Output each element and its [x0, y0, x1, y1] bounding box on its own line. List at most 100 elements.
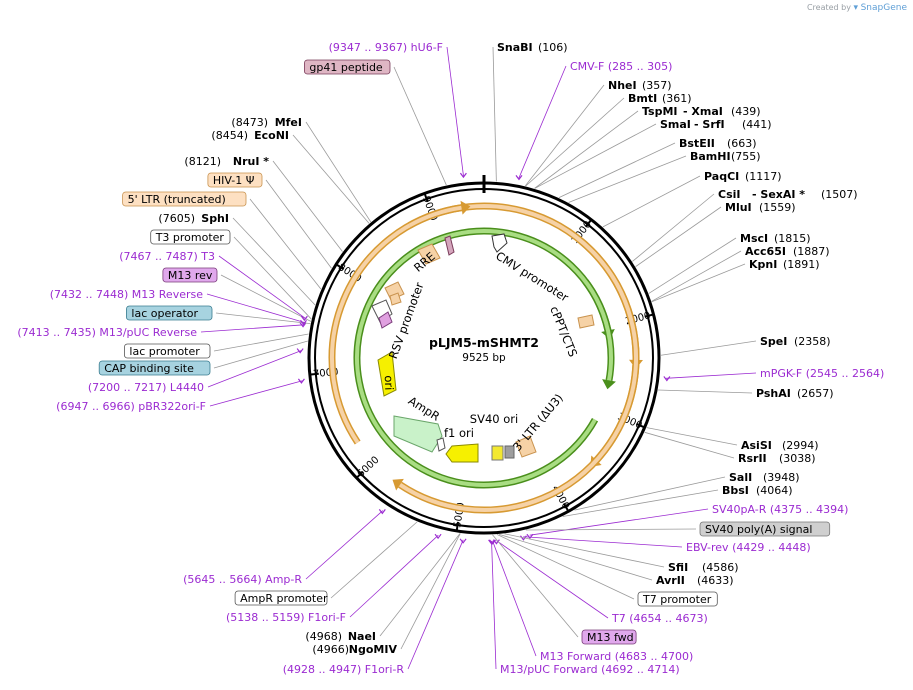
leader-line — [524, 84, 605, 187]
ltr3-box[interactable] — [515, 435, 537, 458]
annotation-boxed[interactable]: HIV-1 Ψ — [207, 172, 263, 188]
site-name: SalI — [729, 471, 752, 484]
annotation-primer[interactable]: (7432 .. 7448) M13 Reverse — [50, 288, 203, 301]
green-arc-2-arrowhead — [602, 379, 616, 390]
annotation-boxed[interactable]: CAP binding site — [98, 360, 211, 376]
annotation-site[interactable]: BstEII(663) — [679, 137, 757, 150]
annotation-site[interactable]: NruI *(8121) — [184, 155, 269, 168]
annotation-boxed[interactable]: AmpR promoter — [234, 590, 328, 606]
rsv-small-box[interactable] — [378, 311, 393, 329]
annotation-site[interactable]: NgoMIV(4966) — [312, 643, 397, 656]
leader-line — [218, 255, 306, 319]
site-name: AsiSI — [741, 439, 772, 452]
annotation-site[interactable]: MluI(1559) — [725, 201, 796, 214]
annotation-site[interactable]: SalI(3948) — [729, 471, 800, 484]
annotation-site[interactable]: BbsI(4064) — [722, 484, 793, 497]
annotation-site[interactable]: KpnI(1891) — [749, 258, 820, 271]
annotation-primer[interactable]: EBV-rev (4429 .. 4448) — [686, 541, 811, 554]
annotation-primer[interactable]: (4928 .. 4947) F1ori-R — [283, 663, 405, 676]
ampr-promoter-arrow[interactable] — [436, 437, 446, 452]
annotation-site[interactable]: Acc65I(1887) — [745, 245, 830, 258]
annotation-boxed[interactable]: gp41 peptide — [303, 59, 391, 75]
ampr-arrow[interactable] — [393, 415, 443, 453]
annotation-box — [699, 521, 831, 537]
sv40-ori-box[interactable] — [491, 445, 504, 461]
leader-line — [496, 534, 635, 600]
leader-line — [272, 160, 343, 252]
annotation-boxed[interactable]: lac operator — [126, 305, 213, 321]
site-position: (8454) — [211, 129, 248, 142]
site-name: BstEII — [679, 137, 715, 150]
annotation-primer[interactable]: (9347 .. 9367) hU6-F — [329, 41, 443, 54]
f1-ori-arrow[interactable] — [445, 443, 479, 463]
annotation-site[interactable]: SfiI(4586) — [668, 561, 739, 574]
annotation-box-label: HIV-1 Ψ — [213, 174, 255, 187]
annotation-site[interactable]: MscI(1815) — [740, 232, 811, 245]
rre-box[interactable] — [417, 243, 441, 265]
primer-label: (7432 .. 7448) M13 Reverse — [50, 288, 203, 301]
feature-label-ori: ori — [382, 375, 397, 390]
annotation-primer[interactable]: (7413 .. 7435) M13/pUC Reverse — [17, 326, 197, 339]
annotation-boxed[interactable]: M13 rev — [162, 267, 218, 283]
green-arc-2[interactable] — [355, 229, 613, 487]
orf-arc-3[interactable] — [330, 204, 638, 512]
annotation-site[interactable]: PaqCI(1117) — [704, 170, 782, 183]
annotation-boxed[interactable]: M13 fwd — [581, 629, 637, 645]
leader-line — [660, 340, 757, 356]
annotation-site[interactable]: TspMI- XmaI(439) — [642, 105, 761, 118]
annotation-boxed[interactable]: SV40 poly(A) signal — [699, 521, 831, 537]
leader-line — [632, 193, 715, 262]
annotation-primer[interactable]: mPGK-F (2545 .. 2564) — [760, 367, 884, 380]
ltr-grey-box[interactable] — [504, 445, 515, 459]
annotation-primer[interactable]: (7200 .. 7217) L4440 — [88, 381, 204, 394]
annotation-primer[interactable]: T7 (4654 .. 4673) — [611, 612, 708, 625]
annotation-site[interactable]: CsiI- SexAI *(1507) — [718, 188, 858, 201]
annotation-primer[interactable]: SV40pA-R (4375 .. 4394) — [712, 503, 848, 516]
annotation-site[interactable]: AsiSI(2994) — [741, 439, 819, 452]
annotation-site[interactable]: SpeI(2358) — [760, 335, 831, 348]
leader-line — [207, 350, 302, 388]
annotation-primer[interactable]: (6947 .. 6966) pBR322ori-F — [56, 400, 206, 413]
annotation-boxed[interactable]: T7 promoter — [637, 591, 718, 607]
site-name: SphI — [201, 212, 229, 225]
annotation-site[interactable]: NaeI(4968) — [305, 630, 376, 643]
annotation-site[interactable]: BamHI(755) — [690, 150, 761, 163]
primer-label: (4928 .. 4947) F1ori-R — [283, 663, 405, 676]
ori-arrow[interactable] — [377, 351, 397, 397]
annotation-site[interactable]: SnaBI(106) — [497, 41, 568, 54]
hiv-box-2[interactable] — [389, 292, 402, 306]
annotation-primer[interactable]: M13/pUC Forward (4692 .. 4714) — [500, 663, 680, 676]
primer-label: (5645 .. 5664) Amp-R — [183, 573, 302, 586]
cppt-cts-box[interactable] — [577, 314, 595, 329]
annotation-site[interactable]: BmtI(361) — [628, 92, 692, 105]
orf-arc-4[interactable] — [408, 205, 462, 228]
annotation-box-label: 5' LTR (truncated) — [128, 193, 226, 206]
annotation-box — [98, 360, 211, 376]
leader-line — [492, 540, 537, 657]
annotation-boxed[interactable]: 5' LTR (truncated) — [122, 191, 247, 207]
cmv-promoter-arrow[interactable] — [491, 233, 508, 253]
gp41-box[interactable] — [444, 235, 455, 256]
orf-arc-2[interactable] — [594, 364, 638, 462]
annotation-primer[interactable]: CMV-F (285 .. 305) — [570, 60, 672, 73]
annotation-site[interactable]: RsrII(3038) — [738, 452, 816, 465]
site-name: NaeI — [348, 630, 376, 643]
leader-line — [249, 198, 322, 290]
annotation-site[interactable]: SmaI- SrfI(441) — [660, 118, 772, 131]
site-position: (1117) — [745, 170, 782, 183]
annotation-site[interactable]: NheI(357) — [608, 79, 672, 92]
annotation-site[interactable]: SphI(7605) — [158, 212, 229, 225]
annotation-site[interactable]: EcoNI(8454) — [211, 129, 289, 142]
annotation-site[interactable]: AvrII(4633) — [656, 574, 734, 587]
annotation-boxed[interactable]: lac promoter — [124, 343, 211, 359]
leader-line — [651, 250, 742, 302]
annotation-site[interactable]: PshAI(2657) — [756, 387, 834, 400]
annotation-primer[interactable]: (7467 .. 7487) T3 — [119, 250, 215, 263]
annotation-primer[interactable]: (5138 .. 5159) F1ori-F — [226, 611, 346, 624]
annotation-primer[interactable]: M13 Forward (4683 .. 4700) — [540, 650, 693, 663]
annotation-boxed[interactable]: T3 promoter — [150, 229, 231, 245]
leader-line — [635, 206, 722, 267]
annotation-site[interactable]: MfeI(8473) — [231, 116, 302, 129]
annotation-primer[interactable]: (5645 .. 5664) Amp-R — [183, 573, 302, 586]
site-position: (361) — [662, 92, 692, 105]
